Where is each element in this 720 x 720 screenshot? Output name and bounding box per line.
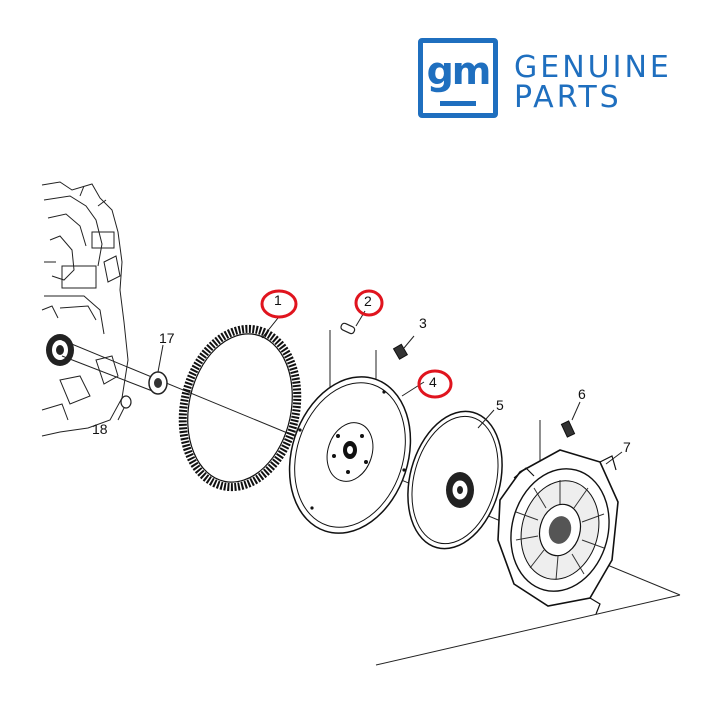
part-18-bearing [117,395,132,421]
part-5-clutch-disc [407,409,503,550]
callout-6: 6 [578,386,586,402]
gm-logo-underline [440,101,476,106]
brand-line-parts: PARTS [514,80,622,115]
callout-7: 7 [623,439,631,455]
part-4-flywheel [288,376,425,534]
crankshaft-flange [46,334,74,366]
callout-3: 3 [419,315,427,331]
callout-4: 4 [429,374,437,390]
engine-block [41,181,129,437]
callout-17: 17 [159,330,175,346]
highlight-circle-2 [354,289,384,317]
gm-logo: gm [418,38,498,118]
highlight-circle-1 [260,289,298,319]
part-1-ring-gear [178,317,302,492]
callout-2: 2 [364,293,372,309]
callout-18: 18 [92,421,108,437]
gm-logo-text: gm [426,49,492,93]
part-17-bushing [148,344,168,395]
part-7-pressure-plate [497,449,623,615]
callout-1: 1 [274,292,282,308]
highlight-circle-4 [417,369,453,399]
callout-5: 5 [496,397,504,413]
brand-line-genuine: GENUINE [514,50,672,85]
